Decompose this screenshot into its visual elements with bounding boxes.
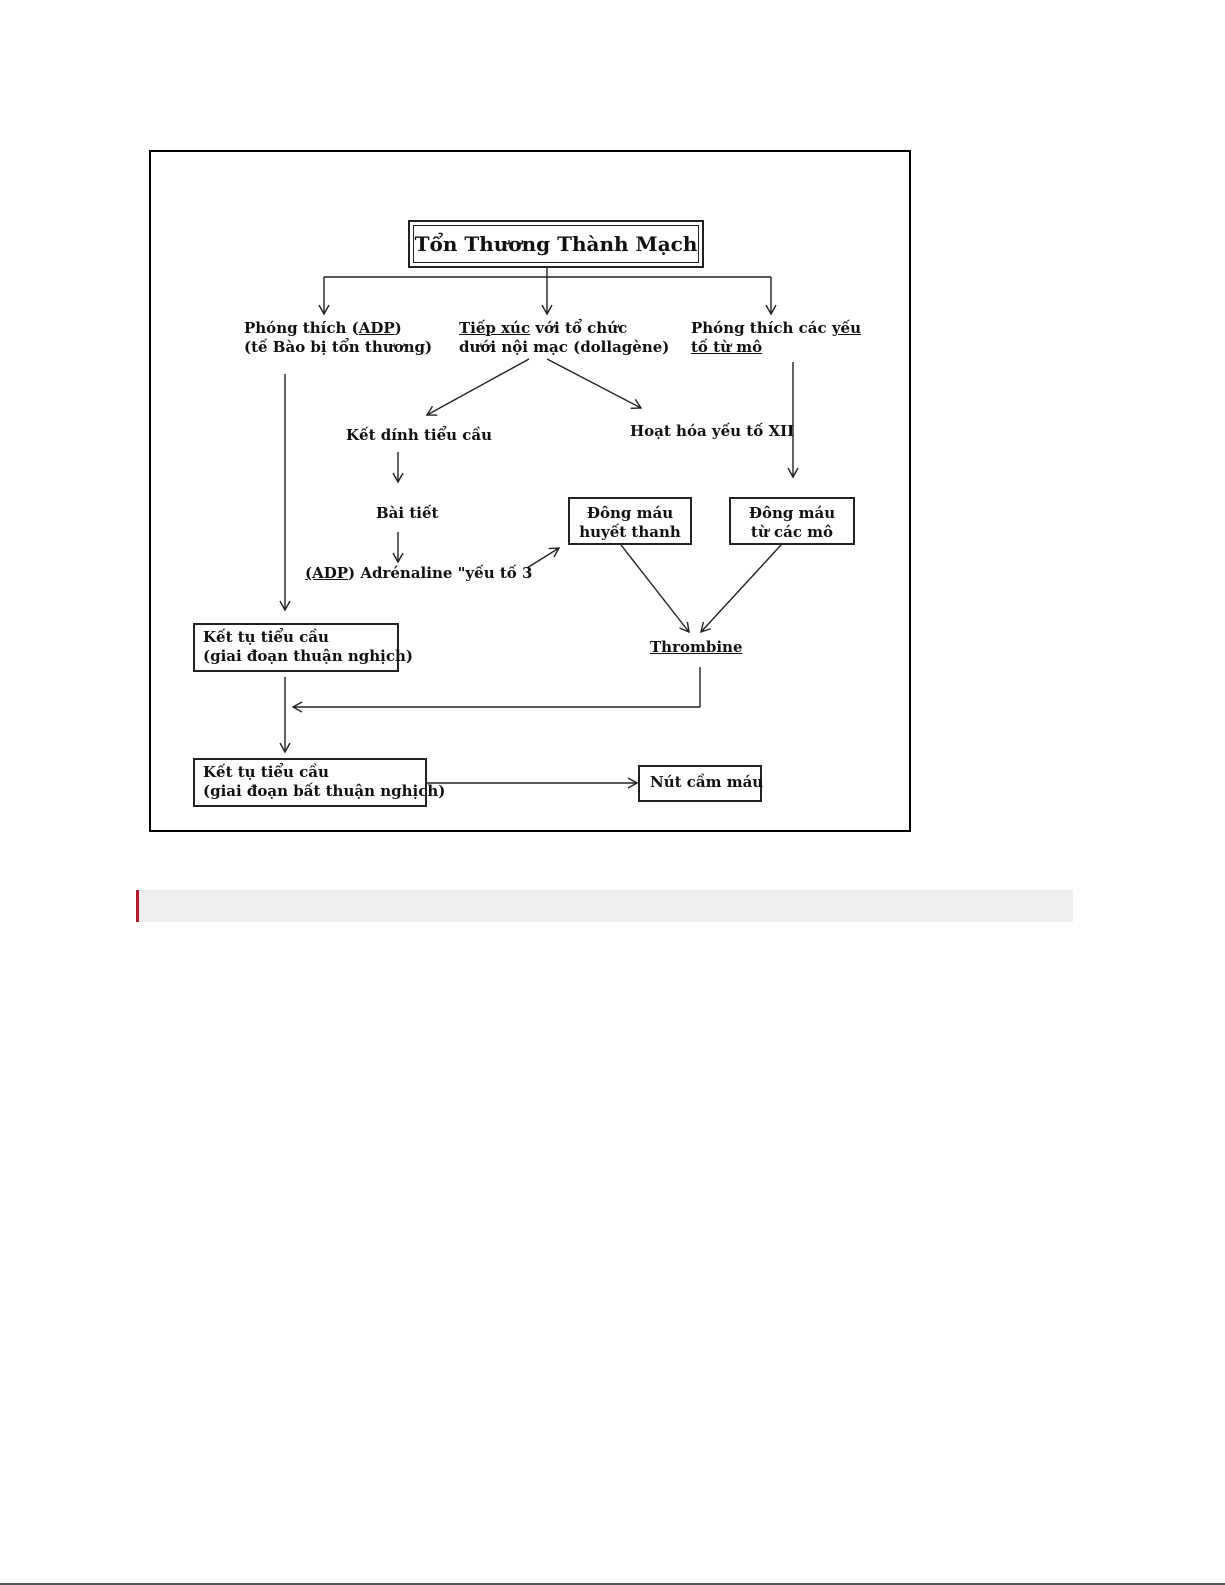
section-header-bar [136, 890, 1073, 922]
irreversible-aggregation-box: Kết tụ tiểu cầu (giai đoạn bất thuận ngh… [193, 758, 445, 807]
secretion-label: Bài tiết [376, 504, 439, 522]
arrow-tissue-coag-to-thrombine [700, 544, 782, 634]
arrow-serum-to-thrombine [620, 544, 690, 634]
page-bottom-divider [0, 1583, 1225, 1585]
thrombine-label: Thrombine [650, 638, 743, 656]
tissue-factor-label: Phóng thích các yếu tố từ mô [691, 319, 861, 356]
factor12-label: Hoạt hóa yếu tố XII [630, 422, 795, 440]
secretion-products-label: (ADP) Adrénaline "yếu tố 3 [305, 564, 533, 582]
tissue-coag-box: Đông máu từ các mô [729, 497, 855, 545]
adhesion-label: Kết dính tiểu cầu [346, 426, 493, 444]
diagram-arrows [279, 266, 799, 789]
arrow-products-to-serum-coag [526, 547, 561, 569]
diagram-title: Tổn Thương Thành Mạch [413, 225, 699, 263]
title-box: Tổn Thương Thành Mạch [408, 220, 704, 268]
arrow-contact-to-factor12 [546, 358, 643, 409]
contact-label: Tiếp xúc với tổ chức dưới nội mạc (dolla… [459, 319, 670, 356]
adp-release-label: Phóng thích (ADP) (tế Bào bị tổn thương) [244, 319, 433, 356]
serum-coag-box: Đông máu huyết thanh [568, 497, 692, 545]
section-accent-bar [136, 890, 139, 922]
hemostatic-plug-box: Nút cầm máu [638, 765, 763, 802]
arrow-contact-to-adhesion [425, 358, 530, 416]
coagulation-flow-diagram: Tổn Thương Thành Mạch Phóng thích (ADP) … [149, 150, 911, 832]
reversible-aggregation-box: Kết tụ tiểu cầu (giai đoạn thuận nghịch) [193, 623, 413, 672]
